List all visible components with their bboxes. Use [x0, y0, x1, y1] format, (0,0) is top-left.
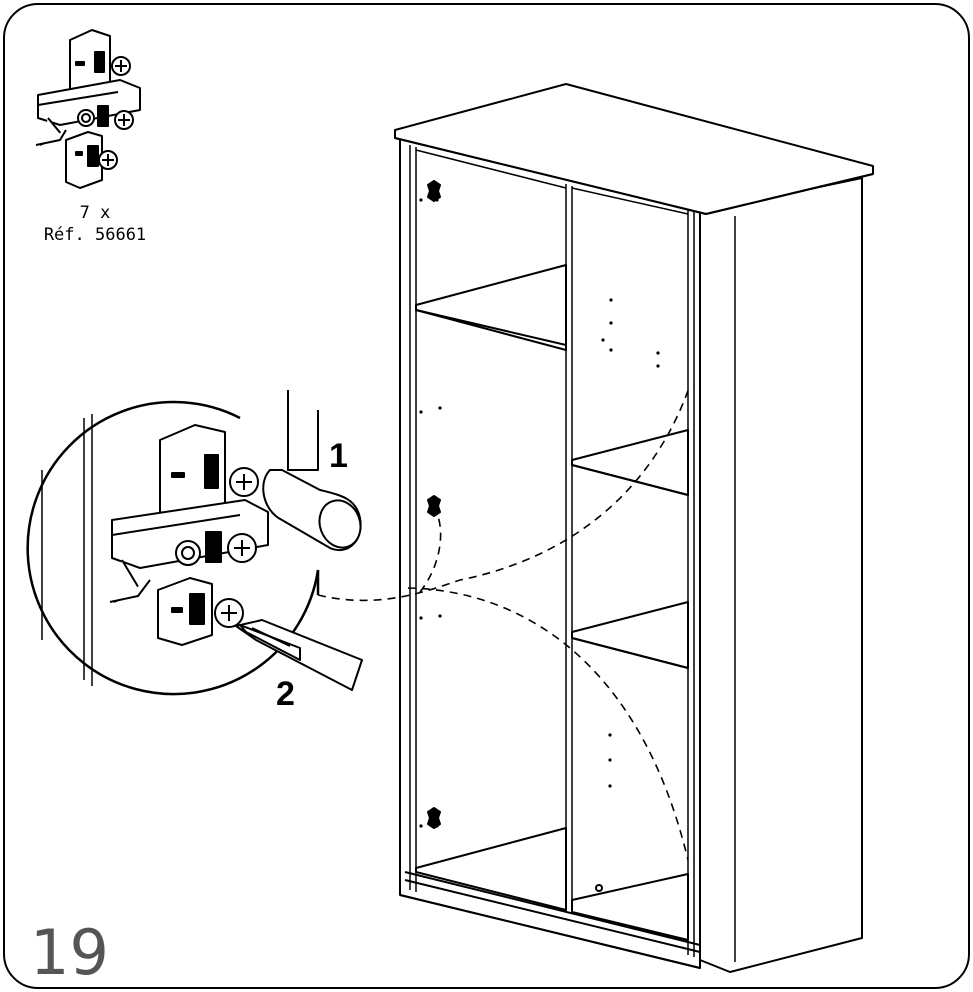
wardrobe	[394, 83, 874, 973]
drill-holes	[419, 198, 660, 828]
part-quantity: 7 x	[79, 203, 111, 223]
step-number: 19	[30, 916, 109, 989]
callout-screwdriver-step: 2	[276, 675, 295, 713]
part-reference: Réf. 56661	[43, 225, 147, 245]
detail-circle	[26, 390, 363, 701]
hinge-part-icon	[35, 29, 141, 189]
guide-lines	[317, 384, 691, 861]
callout-hammer-step: 1	[329, 437, 348, 475]
page-border	[3, 3, 970, 989]
